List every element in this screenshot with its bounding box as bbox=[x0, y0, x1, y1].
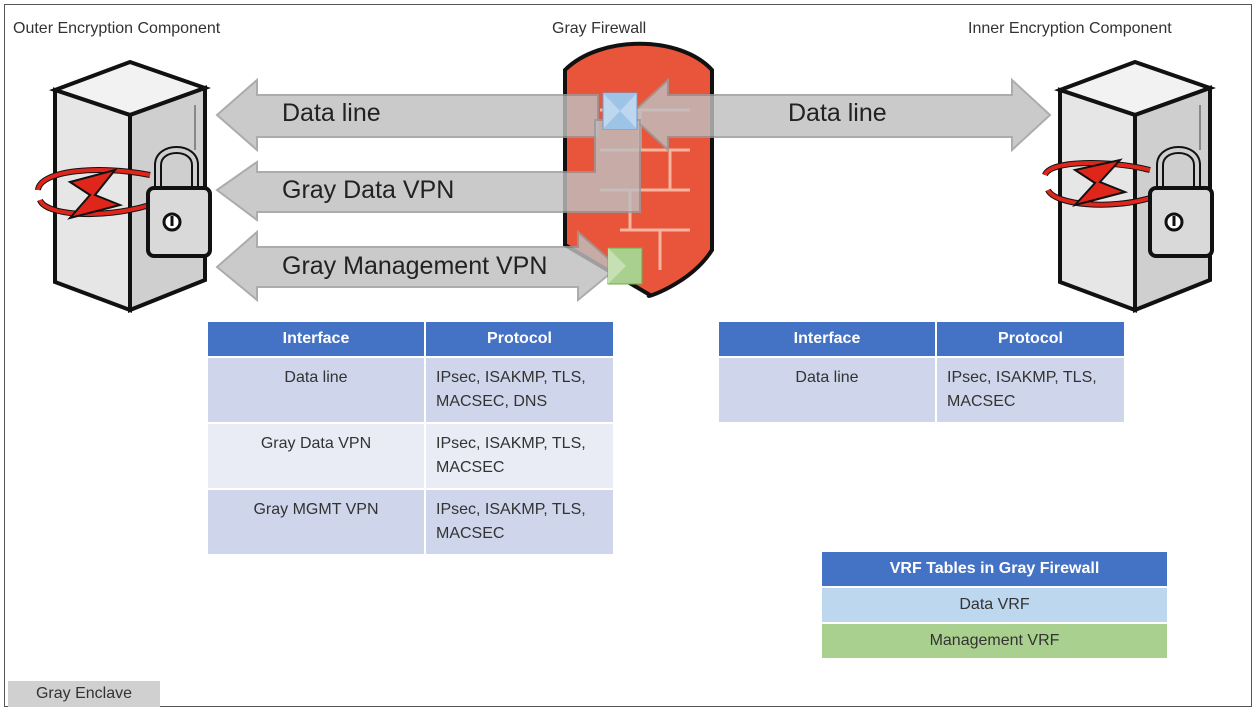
interface-cell: Gray MGMT VPN bbox=[208, 488, 425, 554]
protocol-cell: IPsec, ISAKMP, TLS,MACSEC bbox=[424, 488, 613, 554]
gray-mgmt-vpn-label: Gray Management VPN bbox=[282, 252, 548, 280]
outer-interface-table: Interface Protocol Data line IPsec, ISAK… bbox=[208, 322, 613, 554]
interface-cell: Gray Data VPN bbox=[208, 422, 425, 489]
data-vrf-row: Data VRF bbox=[822, 586, 1167, 622]
outer-component-label: Outer Encryption Component bbox=[13, 20, 221, 37]
header-interface: Interface bbox=[719, 322, 936, 357]
data-line-left-label: Data line bbox=[282, 99, 381, 127]
vrf-table: VRF Tables in Gray Firewall Data VRF Man… bbox=[822, 552, 1167, 658]
inner-component-label: Inner Encryption Component bbox=[968, 20, 1172, 37]
data-line-right-label: Data line bbox=[788, 99, 887, 127]
table-row: Gray Data VPN IPsec, ISAKMP, TLS,MACSEC bbox=[208, 422, 613, 489]
header-interface: Interface bbox=[208, 322, 425, 357]
gray-data-vpn-label: Gray Data VPN bbox=[282, 176, 455, 204]
table-row: Data line IPsec, ISAKMP, TLS,MACSEC bbox=[719, 356, 1124, 422]
protocol-cell: IPsec, ISAKMP, TLS,MACSEC bbox=[424, 422, 613, 489]
data-line-right-arrow bbox=[628, 77, 1052, 153]
gray-enclave-label: Gray Enclave bbox=[8, 681, 160, 707]
firewall-label: Gray Firewall bbox=[552, 20, 647, 37]
protocol-cell: IPsec, ISAKMP, TLS,MACSEC bbox=[935, 356, 1124, 422]
header-protocol: Protocol bbox=[935, 322, 1124, 357]
inner-padlock-icon bbox=[1148, 146, 1214, 258]
inner-interface-table: Interface Protocol Data line IPsec, ISAK… bbox=[719, 322, 1124, 422]
header-protocol: Protocol bbox=[424, 322, 613, 357]
interface-cell: Data line bbox=[208, 356, 425, 423]
outer-padlock-icon bbox=[146, 146, 212, 258]
vrf-table-title: VRF Tables in Gray Firewall bbox=[822, 552, 1167, 586]
table-row: Data line IPsec, ISAKMP, TLS,MACSEC, DNS bbox=[208, 356, 613, 423]
table-row: Gray MGMT VPN IPsec, ISAKMP, TLS,MACSEC bbox=[208, 488, 613, 554]
interface-cell: Data line bbox=[719, 356, 936, 422]
data-vrf-marker-icon bbox=[602, 92, 638, 130]
data-line-left-arrow bbox=[215, 77, 599, 153]
management-vrf-marker-icon bbox=[607, 247, 643, 285]
diagram-frame bbox=[4, 4, 1252, 707]
management-vrf-row: Management VRF bbox=[822, 622, 1167, 658]
protocol-cell: IPsec, ISAKMP, TLS,MACSEC, DNS bbox=[424, 356, 613, 423]
